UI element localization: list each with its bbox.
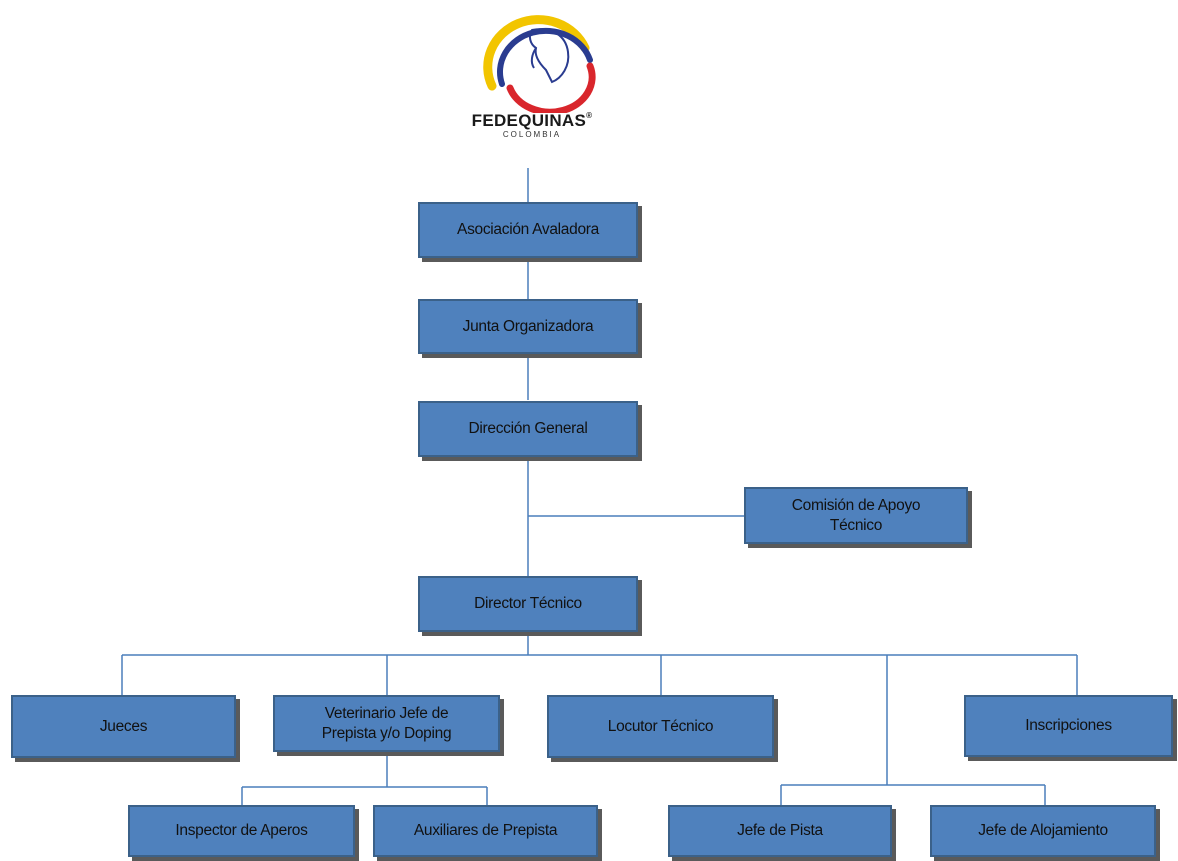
node-jefe-alojamiento: Jefe de Alojamiento (930, 805, 1156, 857)
node-director-tecnico: Director Técnico (418, 576, 638, 632)
node-inspector-aperos: Inspector de Aperos (128, 805, 355, 857)
fedequinas-logo: FEDEQUINAS® COLOMBIA (440, 8, 630, 148)
node-direccion-general: Dirección General (418, 401, 638, 457)
node-locutor-tecnico: Locutor Técnico (547, 695, 774, 758)
logo-wordmark: FEDEQUINAS® (471, 111, 593, 130)
node-jueces: Jueces (11, 695, 236, 758)
node-inscripciones: Inscripciones (964, 695, 1173, 757)
logo-country: COLOMBIA (502, 130, 562, 139)
node-veterinario: Veterinario Jefe de Prepista y/o Doping (273, 695, 500, 752)
horse-emblem-icon (483, 15, 596, 113)
node-asociacion-avaladora: Asociación Avaladora (418, 202, 638, 258)
node-comision-apoyo-tecnico: Comisión de Apoyo Técnico (744, 487, 968, 544)
node-junta-organizadora: Junta Organizadora (418, 299, 638, 354)
node-auxiliares-prepista: Auxiliares de Prepista (373, 805, 598, 857)
node-jefe-pista: Jefe de Pista (668, 805, 892, 857)
